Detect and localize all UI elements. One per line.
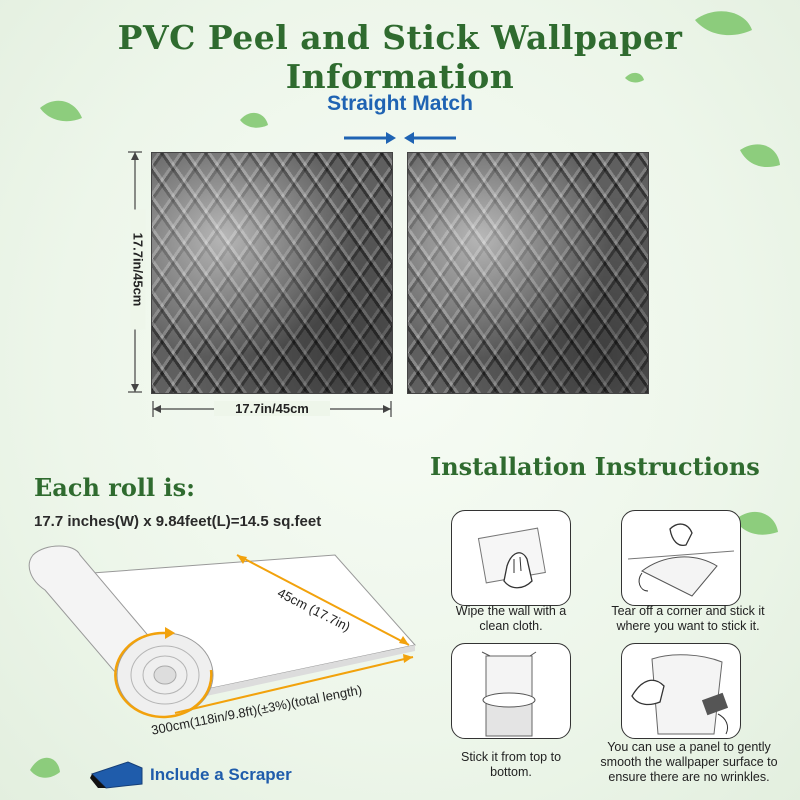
wipe-wall-icon [477,527,546,589]
straight-match-label: Straight Match [327,92,473,115]
step-1-image [451,510,571,606]
wallpaper-panel-left [151,152,393,394]
step-4-text: You can use a panel to gently smooth the… [600,740,778,784]
installation-heading: Installation Instructions [430,452,760,481]
step-1-text: Wipe the wall with a clean cloth. [455,604,567,633]
height-dimension-label: 17.7in/45cm [130,209,146,330]
roll-spec-text: 17.7 inches(W) x 9.84feet(L)=14.5 sq.fee… [34,513,322,530]
smooth-panel-icon [631,654,729,735]
step-3-text: Stick it from top to bottom. [460,750,562,779]
width-dimension-label: 17.7in/45cm [214,401,330,416]
step-4-image [621,643,741,739]
wallpaper-panel-right [407,152,649,394]
peel-corner-icon [627,523,735,597]
roll-heading: Each roll is: [34,473,195,502]
page-title: PVC Peel and Stick Wallpaper Information [117,18,683,96]
step-2-image [621,510,741,606]
step-3-image [451,643,571,739]
stick-top-to-bottom-icon [481,651,537,737]
scraper-label: Include a Scraper [150,765,292,784]
match-arrows-icon [344,132,456,144]
wallpaper-roll-illustration [28,545,416,719]
step-2-text: Tear off a corner and stick it where you… [611,604,765,633]
scraper-icon [90,761,143,789]
